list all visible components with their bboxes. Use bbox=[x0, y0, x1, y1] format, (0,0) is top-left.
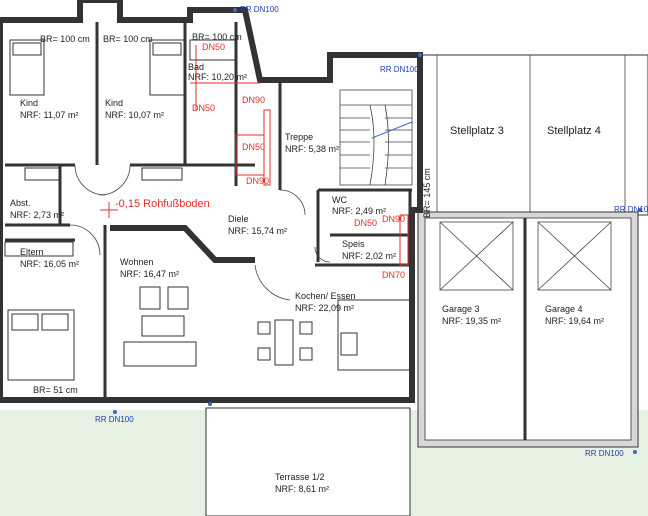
garage-4-skylight bbox=[537, 221, 612, 291]
room-area-garage4: NRF: 19,64 m² bbox=[545, 316, 604, 326]
parking-area bbox=[417, 54, 648, 216]
bed-eltern bbox=[7, 309, 75, 381]
window-width-2: BR= 100 cm bbox=[103, 34, 153, 44]
door-arcs bbox=[69, 164, 331, 301]
room-area-kochen: NRF: 22,09 m² bbox=[295, 303, 354, 313]
window-width-4: BR= 51 cm bbox=[33, 385, 78, 395]
pipe-label-dn70: DN70 bbox=[382, 270, 405, 280]
pipe-label-dn50-a: DN50 bbox=[202, 42, 225, 52]
closet bbox=[141, 167, 183, 181]
stair-arrow bbox=[371, 121, 413, 139]
window-width-3: BR= 100 cm bbox=[192, 32, 242, 42]
bed-kind2 bbox=[149, 39, 185, 96]
pipe-label-dn90-a: DN90 bbox=[242, 95, 265, 105]
wardrobe bbox=[4, 241, 74, 257]
terrace-slab bbox=[205, 407, 411, 516]
rain-pipe-label-4: RR DN100 bbox=[585, 449, 624, 458]
room-name-stellplatz3: Stellplatz 3 bbox=[450, 125, 504, 137]
room-area-wc: NRF: 2,49 m² bbox=[332, 206, 386, 216]
room-name-kind2: Kind bbox=[105, 98, 123, 108]
pipe-label-dn90-b: DN90 bbox=[246, 176, 269, 186]
room-area-kind2: NRF: 10,07 m² bbox=[105, 110, 164, 120]
room-area-terrasse: NRF: 8,61 m² bbox=[275, 484, 329, 494]
pipe-label-dn50-c: DN50 bbox=[242, 142, 265, 152]
room-name-terrasse: Terrasse 1/2 bbox=[275, 472, 325, 482]
pipe-label-dn90-c: DN90 bbox=[382, 214, 405, 224]
room-name-abst: Abst. bbox=[10, 198, 31, 208]
room-area-garage3: NRF: 19,35 m² bbox=[442, 316, 501, 326]
rain-pipe-label-1: RR DN100 bbox=[240, 5, 279, 14]
room-area-eltern: NRF: 16,05 m² bbox=[20, 259, 79, 269]
room-name-speis: Speis bbox=[342, 239, 365, 249]
room-name-garage3: Garage 3 bbox=[442, 304, 480, 314]
garage-3-skylight bbox=[439, 221, 514, 291]
pipe-label-dn50-b: DN50 bbox=[192, 103, 215, 113]
room-area-kind1: NRF: 11,07 m² bbox=[20, 110, 78, 120]
level-note: -0,15 Rohfußboden bbox=[115, 198, 210, 210]
window-width-5: BR= 145 cm bbox=[422, 168, 432, 218]
room-area-treppe: NRF: 5,38 m² bbox=[285, 144, 339, 154]
room-area-bad: NRF: 10,20 m² bbox=[188, 72, 247, 82]
room-name-wc: WC bbox=[332, 195, 347, 205]
room-name-bad: Bad bbox=[188, 62, 204, 72]
pipe-markers bbox=[190, 45, 409, 266]
room-name-stellplatz4: Stellplatz 4 bbox=[547, 125, 601, 137]
rain-pipe-label-2: RR DN100 bbox=[380, 65, 419, 74]
room-area-speis: NRF: 2,02 m² bbox=[342, 251, 396, 261]
room-name-kind1: Kind bbox=[20, 98, 38, 108]
room-name-treppe: Treppe bbox=[285, 132, 313, 142]
pipe-label-dn50-d: DN50 bbox=[354, 218, 377, 228]
staircase bbox=[339, 89, 413, 186]
bathtub bbox=[189, 39, 236, 61]
closet bbox=[24, 167, 61, 181]
wohnen-angled-wall bbox=[110, 225, 255, 263]
cooktop bbox=[340, 332, 358, 356]
room-area-abst: NRF: 2,73 m² bbox=[10, 210, 64, 220]
rain-pipe-points bbox=[113, 8, 642, 454]
garage-interior bbox=[424, 217, 632, 441]
bed-kind1 bbox=[9, 39, 45, 96]
room-name-eltern: Eltern bbox=[20, 247, 44, 257]
rain-pipe-label-3: RR DN100 bbox=[614, 205, 648, 214]
sofa-set bbox=[123, 286, 197, 367]
rain-pipe-label-5: RR DN100 bbox=[95, 415, 134, 424]
room-area-diele: NRF: 15,74 m² bbox=[228, 226, 287, 236]
room-name-diele: Diele bbox=[228, 214, 249, 224]
window-width-1: BR= 100 cm bbox=[40, 34, 90, 44]
room-name-wohnen: Wohnen bbox=[120, 257, 153, 267]
room-name-kochen: Kochen/ Essen bbox=[295, 291, 356, 301]
dining-table bbox=[257, 319, 313, 366]
kitchen-counter bbox=[337, 299, 413, 371]
room-area-wohnen: NRF: 16,47 m² bbox=[120, 269, 179, 279]
room-name-garage4: Garage 4 bbox=[545, 304, 583, 314]
